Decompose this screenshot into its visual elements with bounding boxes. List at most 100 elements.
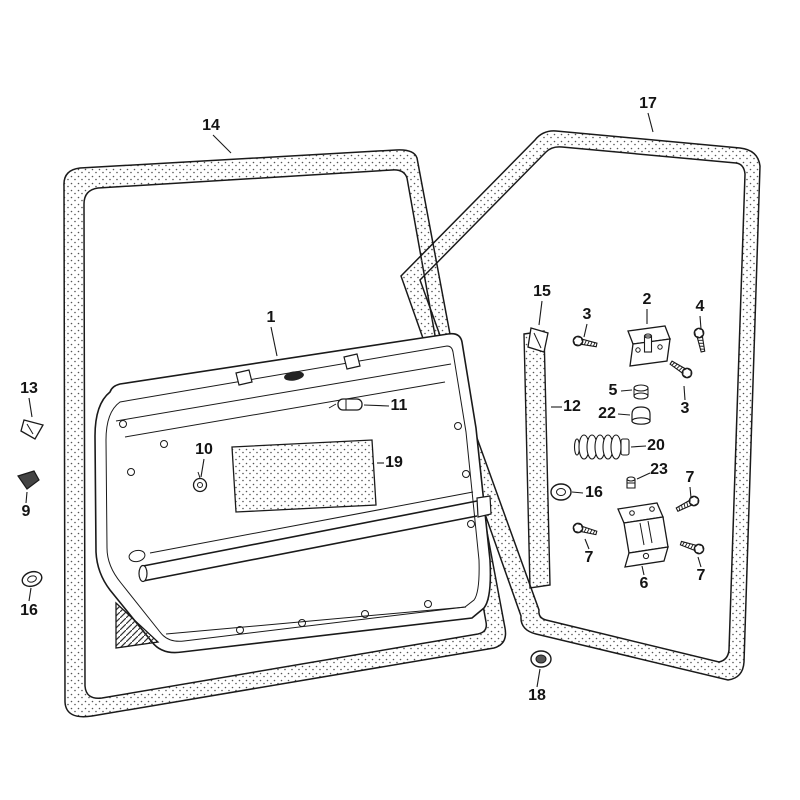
corner-gusset — [115, 601, 160, 649]
seal-right-band — [400, 130, 761, 681]
handle-slot — [284, 371, 304, 381]
callout-9: 9 — [22, 491, 31, 520]
door-seal-frame-right — [400, 130, 761, 681]
screw-7-upper — [674, 493, 702, 515]
hinge-upper-2 — [627, 325, 671, 367]
part-label-3-lower: 3 — [681, 400, 690, 417]
pin-23 — [626, 476, 636, 489]
callout-1: 1 — [267, 309, 278, 357]
window-slot-line-2 — [124, 381, 446, 438]
hole — [236, 626, 244, 634]
channel-strip — [523, 330, 551, 589]
callout-15: 15 — [533, 283, 551, 326]
hole — [127, 468, 135, 476]
hole — [424, 600, 432, 608]
channel-strip-band — [523, 330, 551, 589]
impact-bar-end — [138, 564, 148, 583]
part-label-3-upper: 3 — [583, 306, 592, 323]
callout-7-upper: 7 — [686, 469, 695, 499]
lock-cylinder-11 — [328, 398, 363, 411]
part-label-7-left: 7 — [585, 549, 594, 566]
boot-20 — [573, 434, 630, 460]
part-label-11: 11 — [391, 397, 408, 414]
door-seal-frame-left — [63, 149, 507, 718]
callout-19: 19 — [377, 454, 403, 471]
screw-3-upper — [571, 334, 599, 351]
part-label-20: 20 — [647, 437, 665, 454]
callout-3-upper: 3 — [583, 306, 592, 338]
callout-23: 23 — [636, 461, 668, 480]
oval-hole — [128, 549, 146, 563]
callout-16-right: 16 — [571, 484, 603, 501]
hole — [160, 440, 168, 448]
part-label-4: 4 — [696, 298, 705, 315]
callout-5: 5 — [609, 382, 633, 399]
hole — [467, 520, 475, 528]
callout-14: 14 — [202, 117, 232, 154]
clip-10 — [192, 471, 208, 493]
callout-12: 12 — [551, 398, 581, 415]
window-bracket-b — [343, 353, 361, 370]
callout-7-left: 7 — [584, 538, 594, 566]
callout-20: 20 — [630, 437, 665, 454]
hinge-lower-6 — [617, 502, 669, 568]
part-label-18: 18 — [528, 687, 546, 704]
hole — [361, 610, 369, 618]
trim-pad — [231, 439, 377, 513]
bracket-13 — [20, 419, 44, 440]
inner-door-panel — [94, 332, 492, 654]
impact-bar-top — [142, 500, 478, 567]
callout-10: 10 — [195, 441, 213, 478]
cap-9 — [17, 470, 40, 490]
part-label-17: 17 — [639, 95, 657, 112]
callout-2: 2 — [643, 291, 652, 324]
part-label-13: 13 — [20, 380, 38, 397]
part-label-1: 1 — [267, 309, 276, 326]
part-label-15: 15 — [533, 283, 551, 300]
window-bracket-a — [235, 369, 253, 386]
part-label-5: 5 — [609, 382, 618, 399]
part-label-16-left: 16 — [20, 602, 38, 619]
part-label-14: 14 — [202, 117, 220, 134]
callout-11: 11 — [363, 397, 408, 414]
callout-7-lower: 7 — [697, 556, 706, 584]
part-label-7-lower: 7 — [697, 567, 706, 584]
callout-17: 17 — [639, 95, 657, 133]
grommet-18 — [530, 650, 552, 668]
part-label-12: 12 — [563, 398, 581, 415]
callouts: 14 17 1 15 3 2 4 5 — [20, 95, 705, 704]
hole — [298, 619, 306, 627]
hole — [462, 470, 470, 478]
callout-18: 18 — [528, 668, 546, 704]
part-label-16-right: 16 — [585, 484, 603, 501]
bracket-15 — [527, 327, 549, 353]
hole — [454, 422, 462, 430]
part-label-7-upper: 7 — [686, 469, 695, 486]
callout-4: 4 — [696, 298, 705, 330]
bushing-5 — [633, 384, 649, 400]
callout-3-lower: 3 — [681, 385, 690, 417]
part-label-22: 22 — [598, 405, 616, 422]
panel-inner-edge — [105, 345, 480, 642]
window-slot-line-1 — [115, 363, 452, 422]
part-label-2: 2 — [643, 291, 652, 308]
impact-bar-bottom — [142, 515, 478, 582]
part-label-6: 6 — [640, 575, 649, 592]
callout-22: 22 — [598, 405, 631, 422]
grommet-16-right — [550, 483, 572, 501]
panel-bottom-line — [165, 606, 467, 635]
grommet-16-left — [21, 570, 43, 588]
impact-bar-mount — [476, 495, 492, 518]
callout-6: 6 — [640, 565, 649, 592]
screw-7-left — [571, 521, 599, 539]
callout-16-left: 16 — [20, 587, 38, 619]
part-label-9: 9 — [22, 503, 31, 520]
part-label-19: 19 — [385, 454, 403, 471]
part-label-23: 23 — [650, 461, 668, 478]
screw-4 — [692, 326, 709, 354]
hole — [119, 420, 127, 428]
part-label-10: 10 — [195, 441, 213, 458]
cap-22 — [631, 406, 651, 425]
